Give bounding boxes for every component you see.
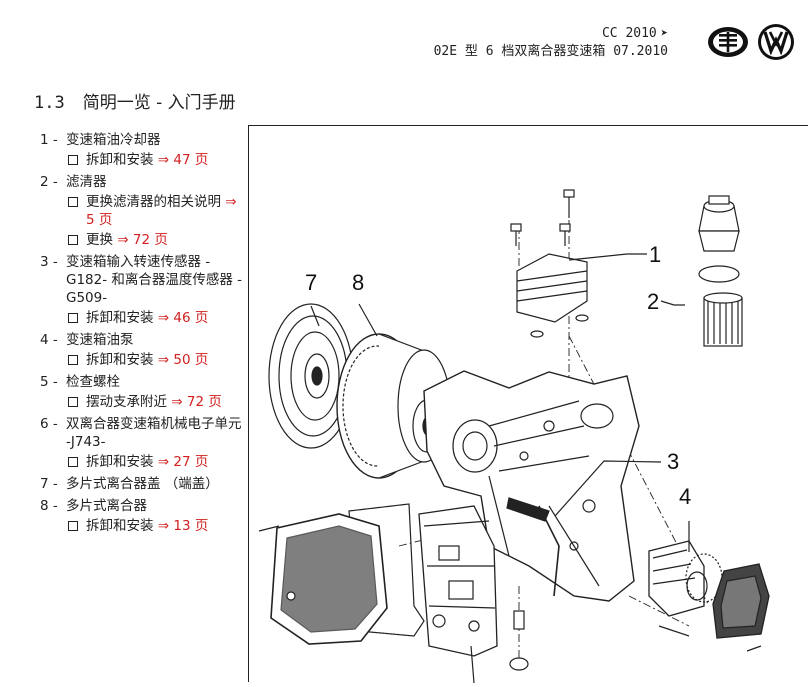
component-list: 1 -变速箱油冷却器 拆卸和安装 ⇒ 47 页 2 -滤清器 更换滤清器的相关说… bbox=[40, 131, 245, 539]
pump-cover-part bbox=[712, 563, 770, 639]
list-subitem: 拆卸和安装 ⇒ 46 页 bbox=[68, 309, 245, 327]
bolt-icon bbox=[563, 189, 575, 218]
list-subitem: 更换 ⇒ 72 页 bbox=[68, 231, 245, 249]
list-item: 4 -变速箱油泵 拆卸和安装 ⇒ 50 页 bbox=[40, 331, 245, 369]
exploded-view-frame: 1 2 3 4 7 8 bbox=[248, 125, 808, 684]
page-link[interactable]: ⇒ 27 页 bbox=[157, 454, 209, 470]
list-subitem: 摆动支承附近 ⇒ 72 页 bbox=[68, 393, 245, 411]
list-subitem: 拆卸和安装 ⇒ 50 页 bbox=[68, 351, 245, 369]
checkbox-bullet-icon bbox=[68, 521, 78, 531]
checkbox-bullet-icon bbox=[68, 355, 78, 365]
vw-logo-icon bbox=[758, 24, 794, 60]
checkbox-bullet-icon bbox=[68, 155, 78, 165]
callout-7: 7 bbox=[305, 270, 317, 295]
list-subitem: 更换滤清器的相关说明 ⇒ 5 页 bbox=[68, 193, 245, 229]
list-item: 1 -变速箱油冷却器 拆卸和安装 ⇒ 47 页 bbox=[40, 131, 245, 169]
list-subitem: 拆卸和安装 ⇒ 27 页 bbox=[68, 453, 245, 471]
list-subitem: 拆卸和安装 ⇒ 47 页 bbox=[68, 151, 245, 169]
checkbox-bullet-icon bbox=[68, 197, 78, 207]
bolt-icon bbox=[746, 645, 762, 652]
page-link[interactable]: ⇒ 13 页 bbox=[157, 518, 209, 534]
model-year: CC 2010 bbox=[601, 26, 657, 41]
bolt-icon bbox=[510, 223, 522, 246]
callout-2: 2 bbox=[647, 289, 659, 314]
callout-8: 8 bbox=[352, 270, 364, 295]
page-link[interactable]: ⇒ 47 页 bbox=[157, 152, 209, 168]
list-item: 3 -变速箱输入转速传感器 -G182- 和离合器温度传感器 -G509- 拆卸… bbox=[40, 253, 245, 327]
transmission-housing-part bbox=[423, 370, 640, 602]
page-link[interactable]: ⇒ 46 页 bbox=[157, 310, 209, 326]
end-cover-part bbox=[258, 513, 388, 645]
document-header: CC 2010➤ 02E 型 6 档双离合器变速箱 07.2010 bbox=[434, 24, 668, 61]
transmission-exploded-diagram: 1 2 3 4 7 8 bbox=[258, 189, 770, 684]
oil-pump-part bbox=[648, 540, 723, 617]
manual-title: 02E 型 6 档双离合器变速箱 07.2010 bbox=[433, 44, 668, 59]
page-link[interactable]: ⇒ 50 页 bbox=[157, 352, 209, 368]
list-item: 2 -滤清器 更换滤清器的相关说明 ⇒ 5 页 更换 ⇒ 72 页 bbox=[40, 173, 245, 249]
mechatronic-unit-part bbox=[418, 505, 498, 657]
list-item: 6 -双离合器变速箱机械电子单元 -J743- 拆卸和安装 ⇒ 27 页 bbox=[40, 415, 245, 471]
o-ring-part bbox=[698, 265, 740, 283]
checkbox-bullet-icon bbox=[68, 397, 78, 407]
section-heading: 1.3 简明一览 - 入门手册 bbox=[34, 88, 236, 113]
list-item: 7 -多片式离合器盖 （端盖） bbox=[40, 476, 219, 492]
list-item: 8 -多片式离合器 拆卸和安装 ⇒ 13 页 bbox=[40, 497, 245, 535]
checkbox-bullet-icon bbox=[68, 457, 78, 467]
next-arrow-icon[interactable]: ➤ bbox=[660, 26, 668, 40]
checkbox-bullet-icon bbox=[68, 313, 78, 323]
checkbox-bullet-icon bbox=[68, 235, 78, 245]
check-bolt-part bbox=[509, 610, 529, 671]
filter-cap-part bbox=[698, 195, 740, 252]
page-link[interactable]: ⇒ 72 页 bbox=[117, 232, 168, 248]
bolt-icon bbox=[658, 625, 690, 637]
section-number: 1.3 bbox=[34, 93, 65, 113]
bolt-icon bbox=[559, 223, 571, 246]
faw-logo-icon bbox=[708, 27, 748, 57]
filter-element-part bbox=[703, 292, 743, 347]
page-link[interactable]: ⇒ 5 页 bbox=[86, 194, 237, 228]
page-link[interactable]: ⇒ 72 页 bbox=[171, 394, 222, 410]
callout-4: 4 bbox=[679, 484, 691, 509]
section-title: 简明一览 - 入门手册 bbox=[82, 93, 236, 113]
brand-logos bbox=[708, 24, 794, 60]
callout-1: 1 bbox=[649, 242, 661, 267]
list-item: 5 -检查螺栓 摆动支承附近 ⇒ 72 页 bbox=[40, 373, 245, 411]
list-subitem: 拆卸和安装 ⇒ 13 页 bbox=[68, 517, 245, 535]
oil-cooler-part bbox=[516, 253, 589, 338]
callout-3: 3 bbox=[667, 449, 679, 474]
